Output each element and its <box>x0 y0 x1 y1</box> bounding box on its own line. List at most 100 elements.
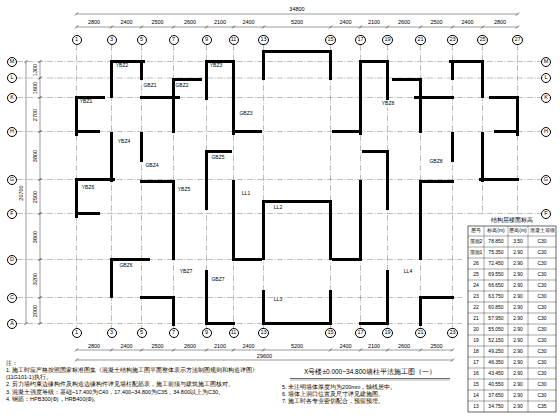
axis-number: L <box>544 75 547 81</box>
table-rule <box>468 302 556 303</box>
axis-bubble: G <box>7 175 17 185</box>
axis-number: H <box>10 129 14 135</box>
note-text: 5. 未注明墙体厚度均为200mm，轴线居中。 <box>282 384 464 391</box>
table-cell: 2.90 <box>513 371 524 377</box>
wall-tag: GBZ3 <box>239 111 253 117</box>
table-cell: C30 <box>537 316 547 322</box>
axis-bubble: 19 <box>382 328 392 338</box>
axis-number: 15 <box>327 37 333 43</box>
axis-number: 19 <box>384 37 390 43</box>
dimension-tick <box>516 13 519 16</box>
shear-wall <box>329 200 332 260</box>
table-cell: 20 <box>473 327 480 333</box>
wall-tag: GBZ2 <box>175 83 189 89</box>
shear-wall <box>262 290 265 325</box>
axis-number: C <box>10 295 14 301</box>
axis-line <box>141 45 142 328</box>
shear-wall <box>75 178 115 181</box>
axis-line <box>17 97 541 98</box>
dimension-tick <box>110 349 113 352</box>
axis-bubble: G <box>541 175 551 185</box>
axis-number: 7 <box>172 37 175 43</box>
wall-tag: GBZ6 <box>119 263 133 269</box>
axis-bubble: 7 <box>169 328 179 338</box>
table-cell: 2.90 <box>513 316 524 322</box>
table-cell: 3.50 <box>513 239 524 245</box>
axis-line <box>17 61 541 62</box>
dimension-tick <box>39 258 42 261</box>
axis-number: M <box>10 59 15 65</box>
note-text: 1. 施工时应严格按照国家标准图集《混凝土结构施工图平面整体表示方法制图规则和构… <box>6 367 274 381</box>
dimension-text: 29600 <box>256 352 272 358</box>
dimension-tick <box>329 349 332 352</box>
shear-wall <box>386 60 389 100</box>
axis-line <box>387 45 388 328</box>
wall-tag: YBZ7 <box>179 269 193 275</box>
dimension-tick <box>172 26 175 29</box>
wall-tag: GBZ1 <box>143 83 157 89</box>
dimension-lines <box>25 13 520 362</box>
table-rule <box>468 357 556 358</box>
table-cell: C30 <box>537 294 547 300</box>
wall-tag: LL4 <box>403 269 412 275</box>
dimension-tick <box>205 26 208 29</box>
dimension-text: 1600 <box>32 81 38 94</box>
dimension-text: 2800 <box>87 19 100 25</box>
table-rule <box>468 324 556 325</box>
table-cell: C30 <box>537 349 547 355</box>
table-cell: 16 <box>473 371 480 377</box>
dimension-text: 2500 <box>430 19 443 25</box>
axis-line <box>17 78 541 79</box>
dimension-text: 3600 <box>32 230 38 243</box>
axis-number: K <box>10 95 14 101</box>
table-cell: C30 <box>537 338 547 344</box>
axis-bubble: 11 <box>229 328 239 338</box>
table-cell: 2.90 <box>513 305 524 311</box>
shear-wall <box>481 60 484 98</box>
shear-wall <box>419 180 454 183</box>
table-cell: 18 <box>473 349 480 355</box>
dimension-text: 2600 <box>397 342 410 348</box>
table-cell: 34.750 <box>488 404 504 410</box>
axis-line <box>233 45 234 328</box>
table-cell: 15 <box>473 382 480 388</box>
shear-wall <box>110 258 150 261</box>
table-cell: 2.90 <box>513 250 524 256</box>
table-rule <box>468 313 556 314</box>
shear-wall <box>419 78 422 133</box>
dimension-line <box>77 350 453 351</box>
table-cell: 屋面1 <box>469 250 483 256</box>
shear-wall <box>205 322 235 325</box>
shear-wall <box>297 322 332 325</box>
table-rule <box>468 247 556 248</box>
table-cell: 60.850 <box>488 305 504 311</box>
shear-wall <box>205 60 208 100</box>
shear-wall <box>232 258 262 261</box>
axis-number: 21 <box>417 330 423 336</box>
wall-tag: YBZ8 <box>381 101 395 107</box>
shear-wall <box>262 200 297 203</box>
table-cell: 43.450 <box>488 371 504 377</box>
dimension-tick <box>451 26 454 29</box>
axis-number: F <box>10 211 13 217</box>
axis-number: 3 <box>110 330 113 336</box>
dimension-tick <box>419 349 422 352</box>
dimension-tick <box>329 26 332 29</box>
shear-wall <box>172 78 202 81</box>
dimension-tick <box>419 26 422 29</box>
shear-wall <box>297 200 332 203</box>
dimension-tick <box>39 296 42 299</box>
axis-number: M <box>544 59 549 65</box>
dimension-tick <box>39 130 42 133</box>
note-text: 4. 钢筋：HPB300(Φ)，HRB400(Φ)。 <box>6 396 274 403</box>
shear-wall <box>205 150 208 210</box>
dimension-text: 2500 <box>32 190 38 203</box>
axis-number: 13 <box>260 330 266 336</box>
shear-wall <box>75 212 100 215</box>
table-rule <box>484 226 485 412</box>
table-rule <box>468 379 556 380</box>
dimension-line <box>77 360 453 361</box>
wall-tag: YBZ5 <box>177 187 191 193</box>
axis-bubble: 11 <box>229 35 239 45</box>
